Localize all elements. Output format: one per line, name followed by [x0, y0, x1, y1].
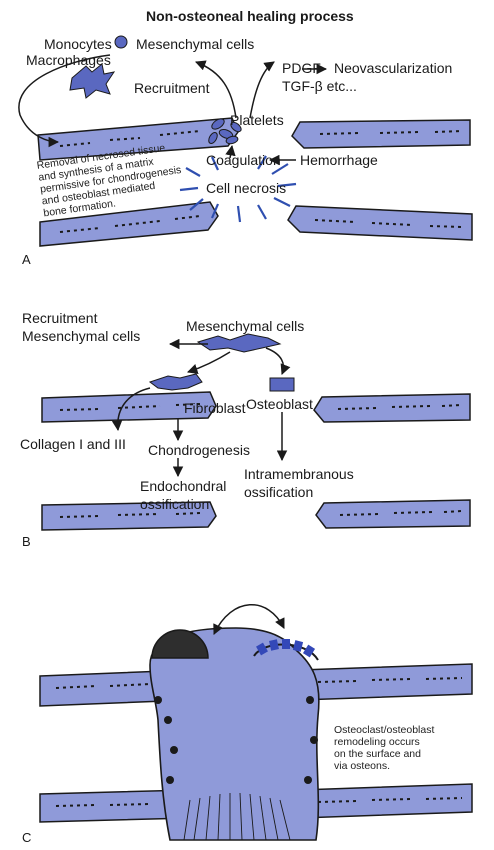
osteoblast-row — [256, 639, 316, 658]
label-endochondral-2: ossification — [140, 496, 210, 512]
label-pdgf: PDGF — [282, 60, 321, 76]
label-chondrogenesis: Chondrogenesis — [148, 442, 250, 458]
label-mesenchymal-cells-a: Mesenchymal cells — [136, 36, 255, 52]
osteoblast-cell — [269, 377, 295, 392]
label-macrophages: Macrophages — [26, 52, 111, 68]
note-c-line-3: on the surface and — [334, 748, 421, 760]
arrow-coagulation-to-platelets — [225, 144, 236, 159]
note-c-line-4: via osteons. — [334, 760, 391, 772]
label-intramembranous-2: ossification — [244, 484, 314, 500]
label-hemorrhage: Hemorrhage — [300, 152, 378, 168]
bone-fragment-b-upper-left — [41, 391, 217, 423]
bone-fragment-a-lower-left — [39, 201, 219, 247]
fibroblast-cell — [148, 373, 203, 391]
panel-a-artwork — [18, 35, 473, 247]
label-intramembranous-1: Intramembranous — [244, 466, 354, 482]
remodeling-arrow — [213, 604, 285, 635]
label-fibroblast: Fibroblast — [184, 400, 246, 416]
cell-necrosis-burst — [179, 155, 297, 223]
callus-hatching — [183, 792, 291, 841]
label-osteoblast: Osteoblast — [246, 396, 313, 412]
panel-label-a: A — [22, 252, 31, 267]
arrow-recruitment — [195, 60, 237, 119]
label-cell-necrosis: Cell necrosis — [206, 180, 287, 196]
arrow-to-collagen — [111, 387, 151, 432]
arrow-to-pdgf — [249, 61, 275, 119]
label-collagen: Collagen I and III — [20, 436, 126, 452]
fracture-callus — [149, 627, 320, 841]
surface-osteoclasts — [154, 696, 318, 784]
panel-c-artwork — [39, 604, 473, 841]
note-c-line-2: remodeling occurs — [334, 736, 420, 748]
label-neovascularization: Neovascularization — [334, 60, 453, 76]
label-recruitment-b-1: Recruitment — [22, 310, 98, 326]
bone-fragment-a-lower-right — [287, 205, 473, 241]
arrow-to-osteoblast — [265, 347, 291, 375]
label-mesenchymal-cells-b: Mesenchymal cells — [186, 318, 305, 334]
label-recruitment-a: Recruitment — [134, 80, 210, 96]
arrow-to-removal — [18, 54, 111, 148]
arrow-to-fibroblast — [187, 351, 231, 374]
bone-fragment-b-upper-right — [313, 393, 471, 423]
mesenchymal-cell-b — [196, 333, 282, 353]
panel-label-b: B — [22, 534, 31, 549]
panel-label-c: C — [22, 830, 32, 845]
label-platelets: Platelets — [230, 112, 284, 128]
note-c-line-1: Osteoclast/osteoblast — [334, 724, 435, 736]
monocyte-cell — [114, 35, 128, 49]
panel-b-artwork — [41, 333, 471, 531]
bone-fragment-b-lower-right — [315, 499, 471, 529]
macrophage-cell — [69, 63, 116, 99]
bone-fragment-b-lower-left — [41, 501, 217, 531]
label-coagulation: Coagulation — [206, 152, 281, 168]
osteoclast — [151, 629, 209, 659]
label-monocytes: Monocytes — [44, 36, 112, 52]
platelets-cluster — [208, 118, 242, 145]
label-recruitment-b-2: Mesenchymal cells — [22, 328, 141, 344]
label-endochondral-1: Endochondral — [140, 478, 227, 494]
figure-title: Non-osteoneal healing process — [146, 8, 354, 24]
bone-fragment-a-upper-right — [291, 119, 471, 149]
label-tgf-beta: TGF-β etc... — [282, 78, 357, 94]
note-c: Osteoclast/osteoblast remodeling occurs … — [334, 724, 434, 772]
